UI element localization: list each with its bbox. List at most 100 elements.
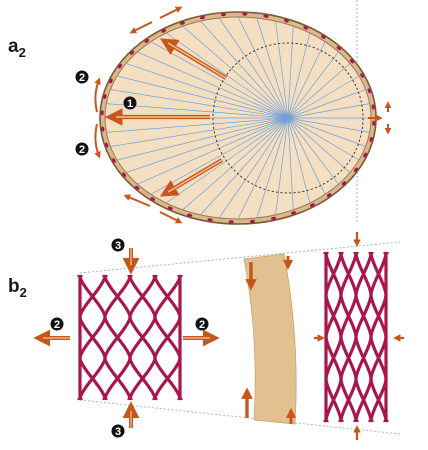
rim-adhesion-dot xyxy=(187,213,193,217)
rim-adhesion-dot xyxy=(371,104,375,110)
marker-3-top: 3 xyxy=(111,238,125,252)
internal-arrows xyxy=(104,38,228,197)
radial-line xyxy=(106,103,289,119)
rim-adhesion-dot xyxy=(101,126,105,132)
radial-line xyxy=(287,117,370,133)
radial-line xyxy=(287,117,360,161)
radial-line xyxy=(137,51,289,119)
rim-adhesion-dot xyxy=(283,19,289,23)
external-arrows xyxy=(94,6,392,224)
lattice-strand xyxy=(90,275,107,400)
svg-text:3: 3 xyxy=(115,426,121,438)
radial-line xyxy=(287,117,294,210)
rim-adhesion-dot xyxy=(341,181,347,186)
radial-line xyxy=(182,25,289,119)
lattice-strand xyxy=(78,275,95,400)
radial-line xyxy=(275,21,289,119)
svg-text:2: 2 xyxy=(54,319,60,331)
arrow-bottom-left xyxy=(123,194,151,207)
radial-line xyxy=(287,26,294,119)
arrow-top-left xyxy=(129,21,153,34)
rim-adhesion-dot xyxy=(242,12,248,16)
radial-line xyxy=(200,20,289,119)
lattice-strand xyxy=(140,275,157,400)
arrow-left-down xyxy=(94,123,101,159)
arrow-left-up xyxy=(94,77,101,113)
rim-adhesion-dot xyxy=(349,58,354,64)
rim-adhesion-dot xyxy=(161,29,167,33)
panel-a2: a2 xyxy=(8,0,392,225)
rim-adhesion-dot xyxy=(360,73,365,78)
radial-line xyxy=(287,63,351,119)
rim-adhesion-dot xyxy=(179,21,185,25)
radial-line xyxy=(125,117,289,173)
radial-line xyxy=(287,117,339,185)
arrow-top-right xyxy=(159,6,183,19)
rim-adhesion-dot xyxy=(263,14,269,18)
radial-line xyxy=(137,117,289,185)
radial-line xyxy=(182,117,289,211)
panel-b-label: b2 xyxy=(8,276,27,300)
radial-line xyxy=(287,32,311,119)
rim-adhesion-dot xyxy=(129,50,135,55)
radial-line xyxy=(287,117,351,173)
arrow-bottom-right xyxy=(159,211,183,224)
lattice-narrow xyxy=(323,251,389,423)
svg-text:3: 3 xyxy=(115,240,121,252)
lattice-strand xyxy=(331,252,343,422)
rim-adhesion-dot xyxy=(228,220,234,224)
svg-text:2: 2 xyxy=(199,319,205,331)
radial-line xyxy=(218,17,289,119)
rim-adhesion-dot xyxy=(270,216,277,221)
rim-adhesion-dot xyxy=(118,63,123,69)
rim-adhesion-dot xyxy=(134,185,140,190)
rim-adhesion-dot xyxy=(369,136,373,142)
lattice-strand xyxy=(346,252,358,422)
lattice-strand xyxy=(115,275,132,400)
rim-adhesion-dot xyxy=(320,35,326,39)
radial-line xyxy=(256,17,289,119)
radial-line xyxy=(287,41,326,119)
panel-b2: b2 xyxy=(8,232,404,440)
rim-adhesion-dot xyxy=(249,219,256,224)
rim-adhesion-dot xyxy=(109,78,113,84)
marker-2-right: 2 xyxy=(195,317,209,331)
radial-line xyxy=(287,89,366,119)
radial-line xyxy=(287,117,366,147)
inner-dashed-circle xyxy=(212,42,364,194)
curved-band xyxy=(243,253,297,425)
radial-line xyxy=(110,117,289,147)
radial-line xyxy=(218,117,289,219)
rim-adhesion-dot xyxy=(167,206,173,210)
rim-adhesion-dot xyxy=(363,152,367,158)
marker-2-lower: 2 xyxy=(75,142,89,156)
radial-line xyxy=(165,32,289,119)
radial-line xyxy=(165,117,289,204)
rim-adhesion-dot xyxy=(144,38,150,43)
radial-line xyxy=(106,117,289,133)
rim-adhesion-dot xyxy=(309,203,315,207)
marker-2-left: 2 xyxy=(50,317,64,331)
radial-line xyxy=(287,117,326,195)
radial-line xyxy=(287,75,360,119)
panel-a-label: a2 xyxy=(8,36,26,60)
rim-adhesion-dot xyxy=(122,172,127,178)
rim-adhesion-dot xyxy=(336,46,342,51)
rim-adhesion-dot xyxy=(353,167,358,173)
radial-line xyxy=(287,51,339,119)
rim-adhesion-dot xyxy=(150,197,156,201)
lattice-strand xyxy=(128,275,145,400)
rim-adhesion-dot xyxy=(367,88,372,94)
rim-adhesion-dot xyxy=(326,193,332,198)
svg-text:2: 2 xyxy=(79,144,85,156)
marker-2-upper: 2 xyxy=(75,70,89,84)
rim-adhesion-dot xyxy=(303,26,309,30)
arrow-internal-down-left xyxy=(159,158,224,197)
lattice-strand xyxy=(153,275,170,400)
rim-adhesion-dot xyxy=(100,110,104,116)
marker-1: 1 xyxy=(123,96,137,110)
lattice-strand xyxy=(376,252,388,422)
radial-line xyxy=(275,117,289,215)
lattice-strand xyxy=(165,275,182,400)
